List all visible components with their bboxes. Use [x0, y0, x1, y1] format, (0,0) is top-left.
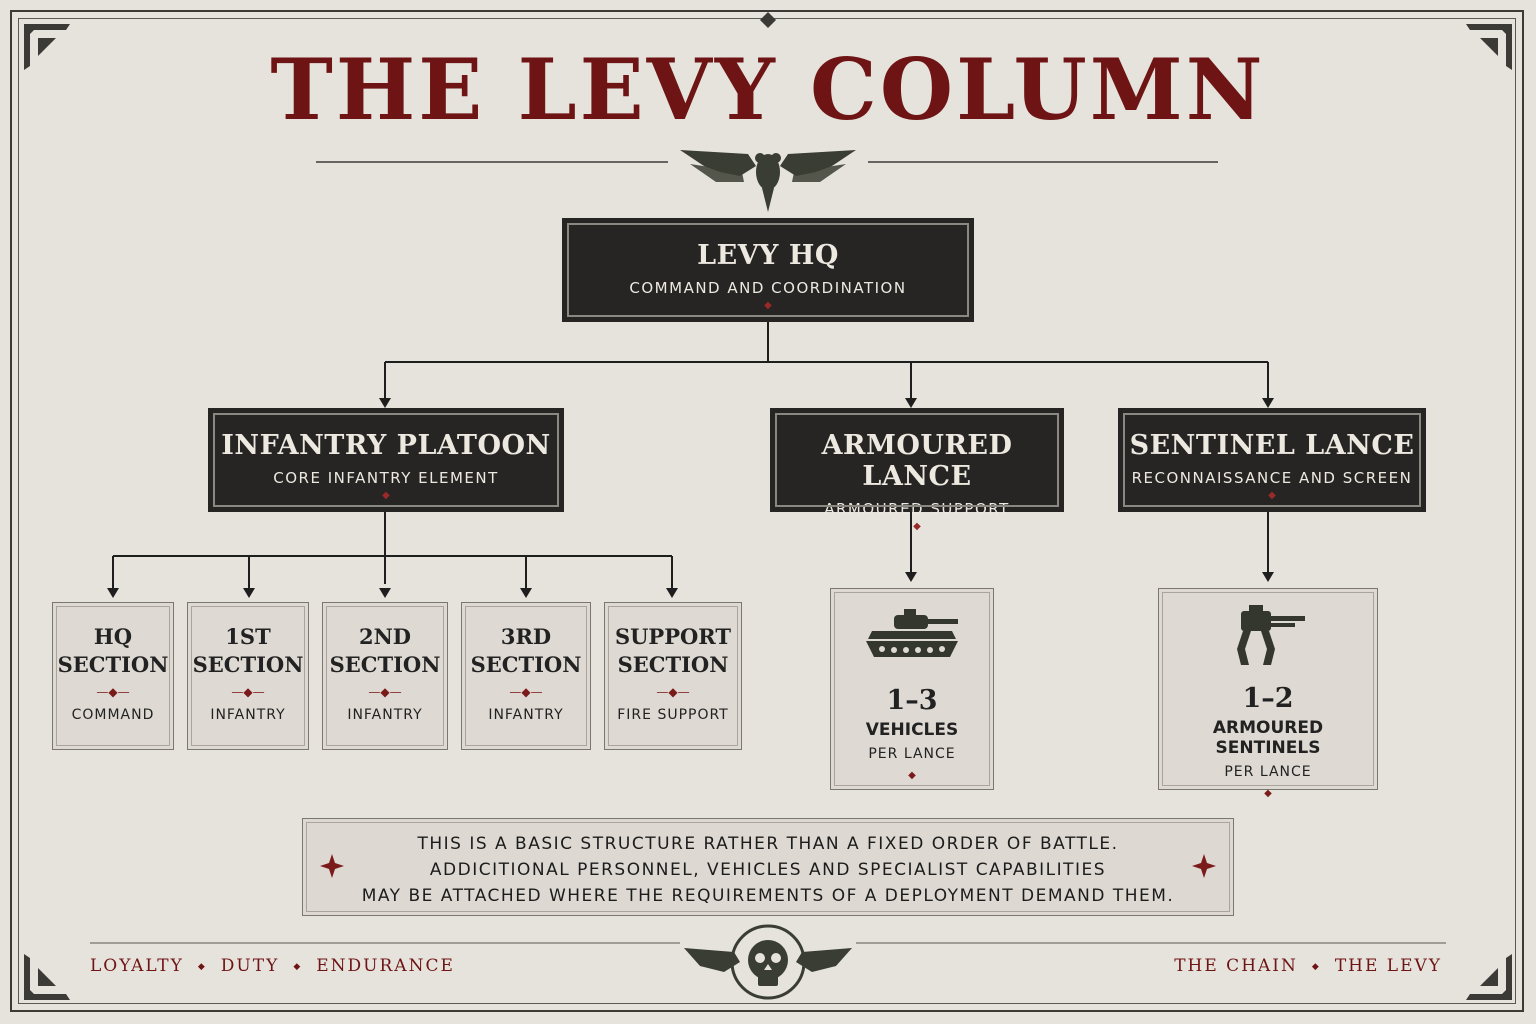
sentinels-per: PER LANCE: [1224, 764, 1312, 780]
corner-ornament-top-left-icon: [24, 24, 70, 70]
section-line2: SECTION: [470, 652, 582, 677]
section-line1: SUPPORT: [614, 624, 732, 649]
note-line-2: ADDICITIONAL PERSONNEL, VEHICLES AND SPE…: [429, 860, 1107, 880]
section-card-2nd: 2ND SECTION —◆— INFANTRY: [322, 602, 448, 750]
note-box: THIS IS A BASIC STRUCTURE RATHER THAN A …: [302, 818, 1234, 916]
levy-hq-sub: COMMAND AND COORDINATION: [629, 279, 907, 297]
section-card-1st: 1ST SECTION —◆— INFANTRY: [187, 602, 309, 750]
section-card-support: SUPPORT SECTION —◆— FIRE SUPPORT: [604, 602, 742, 750]
diamond-icon: ◆: [908, 770, 916, 781]
section-line2: SECTION: [329, 652, 441, 677]
footer-motto-1: LOYALTY: [90, 956, 184, 976]
sentinel-lance-name: SENTINEL LANCE: [1129, 430, 1415, 461]
footer-motto-right: THE CHAIN ◆ THE LEVY: [1174, 956, 1442, 976]
section-card-hq: HQ SECTION —◆— COMMAND: [52, 602, 174, 750]
diamond-icon: —◆—: [231, 685, 265, 699]
connector-arrowheads: [107, 398, 1274, 598]
section-line1: HQ: [93, 624, 133, 649]
armoured-lance-sub: ARMOURED SUPPORT: [824, 500, 1010, 518]
aquila-icon: [680, 150, 856, 212]
section-role: INFANTRY: [488, 707, 564, 723]
diamond-icon: —◆—: [656, 685, 690, 699]
corner-ornament-bottom-right-icon: [1466, 954, 1512, 1000]
section-line2: SECTION: [57, 652, 169, 677]
section-role: INFANTRY: [210, 707, 286, 723]
armoured-lance-box: ARMOURED LANCE ARMOURED SUPPORT ◆: [770, 408, 1064, 532]
diamond-icon: —◆—: [509, 685, 543, 699]
sentinel-walker-icon: [1237, 605, 1305, 665]
section-line1: 2ND: [358, 624, 412, 649]
levy-hq-name: LEVY HQ: [697, 240, 839, 271]
tank-icon: [866, 609, 958, 657]
vehicles-count: 1–3: [886, 685, 938, 716]
diamond-icon: ◆: [1264, 788, 1272, 799]
diamond-icon: ◆: [382, 490, 390, 501]
note-star-right-icon: [1192, 854, 1216, 878]
footer-right-2: THE LEVY: [1334, 956, 1442, 976]
sentinels-label: ARMOURED SENTINELS: [1212, 718, 1324, 758]
diamond-icon: ◆: [764, 300, 772, 311]
separator-diamond-icon: ◆: [1311, 961, 1321, 972]
vehicles-card: 1–3 VEHICLES PER LANCE ◆: [830, 588, 994, 790]
diamond-icon: —◆—: [96, 685, 130, 699]
section-role: COMMAND: [71, 707, 155, 723]
diamond-icon: —◆—: [368, 685, 402, 699]
separator-diamond-icon: ◆: [293, 961, 303, 972]
diamond-icon: ◆: [913, 521, 921, 532]
corner-ornament-bottom-left-icon: [24, 954, 70, 1000]
footer-motto-2: DUTY: [220, 956, 280, 976]
footer-motto-left: LOYALTY ◆ DUTY ◆ ENDURANCE: [90, 956, 455, 976]
section-line1: 3RD: [500, 624, 552, 649]
connector-lines: [112, 322, 1269, 590]
infantry-platoon-name: INFANTRY PLATOON: [221, 430, 551, 461]
note-line-1: THIS IS A BASIC STRUCTURE RATHER THAN A …: [417, 834, 1119, 854]
footer-motto-3: ENDURANCE: [316, 956, 455, 976]
sentinel-lance-sub: RECONNAISSANCE AND SCREEN: [1131, 469, 1413, 487]
top-diamond-icon: [760, 12, 776, 28]
vehicles-per: PER LANCE: [868, 746, 956, 762]
diamond-icon: ◆: [1268, 490, 1276, 501]
infantry-platoon-sub: CORE INFANTRY ELEMENT: [273, 469, 499, 487]
section-role: INFANTRY: [347, 707, 423, 723]
sentinel-lance-box: SENTINEL LANCE RECONNAISSANCE AND SCREEN…: [1118, 408, 1426, 512]
separator-diamond-icon: ◆: [197, 961, 207, 972]
winged-skull-icon: [684, 924, 852, 1000]
sentinels-card: 1–2 ARMOURED SENTINELS PER LANCE ◆: [1158, 588, 1378, 799]
sentinels-count: 1–2: [1242, 683, 1294, 714]
note-star-left-icon: [320, 854, 344, 878]
note-line-3: MAY BE ATTACHED WHERE THE REQUIREMENTS O…: [361, 886, 1175, 906]
section-role: FIRE SUPPORT: [617, 707, 729, 723]
footer-right-1: THE CHAIN: [1174, 956, 1298, 976]
section-line2: SECTION: [617, 652, 729, 677]
section-line2: SECTION: [192, 652, 304, 677]
page-title: THE LEVY COLUMN: [270, 40, 1266, 139]
section-line1: 1ST: [225, 624, 271, 649]
levy-hq-box: LEVY HQ COMMAND AND COORDINATION ◆: [562, 218, 974, 322]
armoured-lance-name: ARMOURED LANCE: [821, 430, 1013, 492]
outer-frame: [10, 10, 1524, 1012]
section-card-3rd: 3RD SECTION —◆— INFANTRY: [461, 602, 591, 750]
corner-ornament-top-right-icon: [1466, 24, 1512, 70]
infantry-platoon-box: INFANTRY PLATOON CORE INFANTRY ELEMENT ◆: [208, 408, 564, 512]
vehicles-label: VEHICLES: [865, 720, 959, 740]
